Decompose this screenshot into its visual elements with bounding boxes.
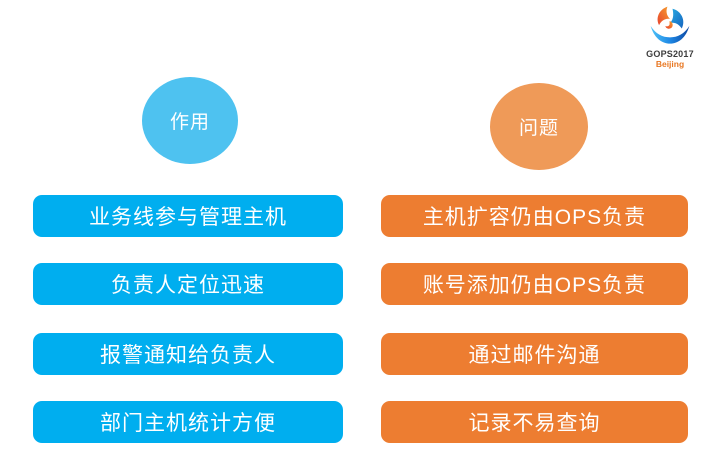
logo-text-gops2017: GOPS2017 bbox=[646, 49, 694, 59]
problem-item-2: 账号添加仍由OPS负责 bbox=[381, 263, 688, 305]
problem-item-1-label: 主机扩容仍由OPS负责 bbox=[422, 206, 647, 229]
benefit-item-1-label: 业务线参与管理主机 bbox=[89, 206, 287, 229]
benefits-header-label: 作用 bbox=[169, 112, 210, 133]
benefit-item-4: 部门主机统计方便 bbox=[33, 401, 343, 443]
benefit-item-2: 负责人定位迅速 bbox=[33, 263, 343, 305]
benefit-item-1: 业务线参与管理主机 bbox=[33, 195, 343, 237]
problem-item-3: 通过邮件沟通 bbox=[381, 333, 688, 375]
problems-header-ellipse: 问题 bbox=[490, 83, 588, 170]
problem-item-3-label: 通过邮件沟通 bbox=[468, 344, 601, 367]
problem-item-1: 主机扩容仍由OPS负责 bbox=[381, 195, 688, 237]
problem-item-4-label: 记录不易查询 bbox=[468, 412, 601, 435]
benefit-item-3-label: 报警通知给负责人 bbox=[100, 344, 276, 367]
benefits-header-ellipse: 作用 bbox=[142, 77, 238, 164]
gops-logo: GOPS2017 Beijing bbox=[628, 4, 712, 69]
benefit-item-3: 报警通知给负责人 bbox=[33, 333, 343, 375]
benefit-item-2-label: 负责人定位迅速 bbox=[111, 274, 265, 297]
problem-item-4: 记录不易查询 bbox=[381, 401, 688, 443]
gops-swirl-icon bbox=[650, 6, 690, 44]
logo-text-beijing: Beijing bbox=[655, 59, 685, 69]
problems-header-label: 问题 bbox=[518, 118, 559, 139]
problem-item-2-label: 账号添加仍由OPS负责 bbox=[422, 274, 647, 297]
benefit-item-4-label: 部门主机统计方便 bbox=[100, 412, 276, 435]
